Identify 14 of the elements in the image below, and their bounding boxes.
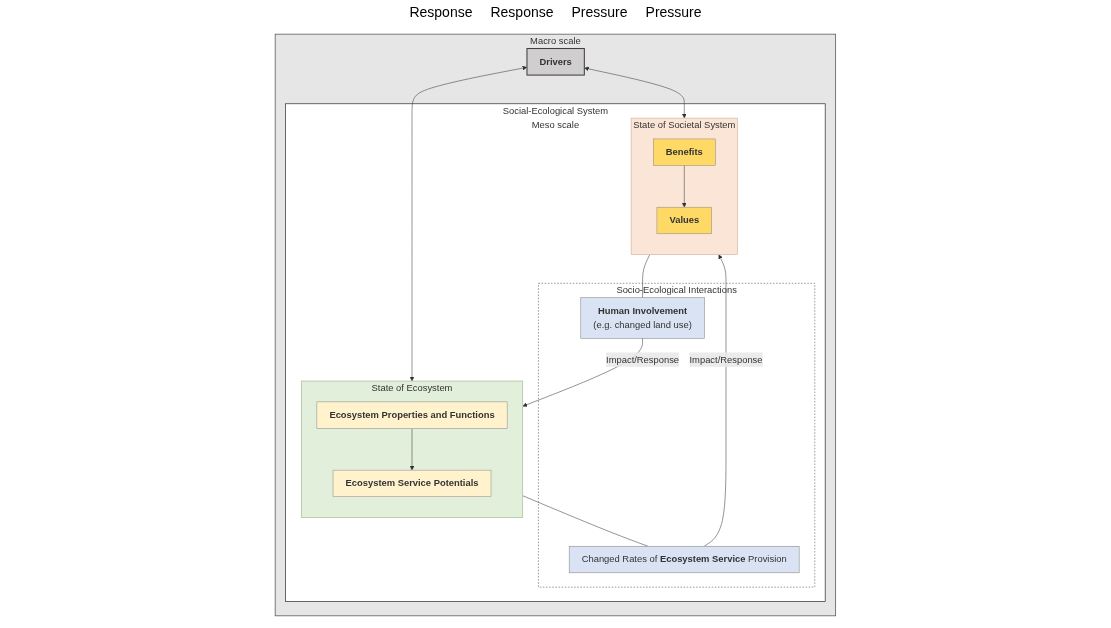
node-box: Values [656,206,713,235]
flow-label: Pressure [645,4,702,22]
node-box: Human Involvement (e.g. changed land use) [580,297,705,339]
node-box: Ecosystem Properties and Functions [316,401,508,429]
connector [642,254,651,298]
node-box: Drivers [526,48,585,76]
node-box: Ecosystem Service Potentials [332,469,492,497]
edge-label: Impact/Response [689,354,763,365]
edge-label: Impact/Response [606,354,680,365]
flow-label: Response [490,4,554,22]
flow-label: Response [409,4,473,22]
node-box: Benefits [653,138,716,166]
flow-label: Pressure [571,4,628,22]
node-box: Changed Rates of Ecosystem Service Provision [569,546,800,574]
